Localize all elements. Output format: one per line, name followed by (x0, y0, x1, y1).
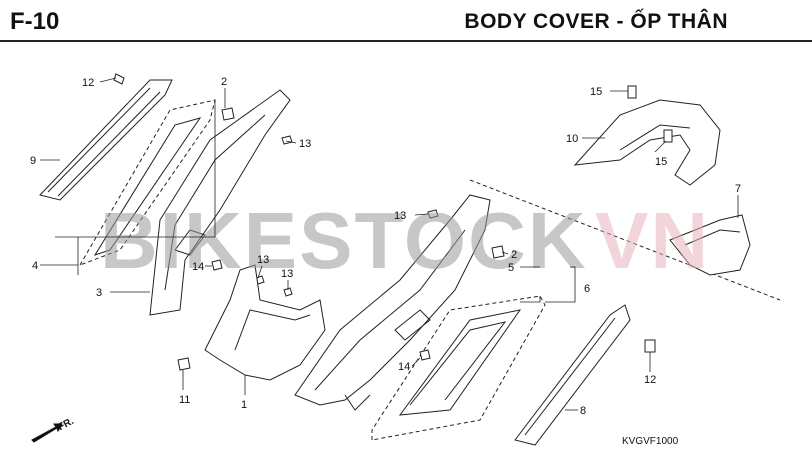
part-15-bolt-b (663, 129, 673, 143)
part-6-emblem (398, 309, 522, 416)
callout-11: 11 (179, 394, 190, 406)
callout-13-a: 13 (299, 138, 311, 150)
callout-12-right: 12 (644, 374, 656, 386)
part-8-tail-piece (669, 214, 751, 276)
callout-5: 5 (508, 262, 514, 274)
part-11-clip (177, 357, 191, 371)
watermark: BIKESTOCK VN (100, 196, 710, 285)
callout-15-b: 15 (655, 156, 667, 168)
callout-9: 8 (580, 405, 586, 417)
callout-13-d: 13 (394, 210, 406, 222)
callout-leaders (40, 77, 739, 411)
part-13-screw-d (427, 209, 439, 219)
part-2-nut-right (491, 245, 505, 259)
part-14-screw-left (211, 259, 223, 271)
watermark-main-text: BIKESTOCK (100, 196, 588, 285)
callout-4: 4 (32, 260, 38, 272)
front-arrow-icon (31, 423, 63, 443)
callout-12-left: 12 (82, 77, 94, 89)
part-15-bolt-a (627, 85, 637, 99)
callout-13-b: 13 (257, 254, 269, 266)
header-rule (0, 40, 812, 42)
callout-13-c: 13 (281, 268, 293, 280)
part-10-grab-rail (573, 99, 721, 186)
callout-6: 6 (584, 283, 590, 295)
part-3-side-cover (149, 89, 291, 316)
part-12-bolt-left (113, 73, 125, 85)
part-9-rail (514, 304, 631, 446)
callout-8: 7 (735, 183, 741, 195)
page-title: BODY COVER - ỐP THÂN (464, 10, 728, 33)
part-2-clip-top (221, 107, 235, 121)
figure-code: F-10 (10, 8, 60, 35)
callout-1: 1 (241, 399, 247, 411)
callout-7: 9 (30, 155, 36, 167)
page-header: F-10 BODY COVER - ỐP THÂN (0, 0, 812, 42)
callout-14-right: 14 (398, 361, 410, 373)
callout-2-top: 2 (221, 76, 227, 88)
part-12-bolt-right (644, 339, 656, 353)
watermark-accent-text: VN (595, 196, 710, 285)
part-14-screw-right (419, 349, 431, 361)
part-4-inner-cover (78, 99, 216, 266)
callout-15-a: 15 (590, 86, 602, 98)
callout-2-right: 2 (511, 249, 517, 261)
part-7-rail (39, 79, 173, 201)
diagram-reference-code: KVGVF1000 (622, 436, 679, 447)
callout-10: 10 (566, 133, 578, 145)
callout-14-left: 14 (192, 261, 204, 273)
part-13-screw-a (281, 135, 293, 145)
callout-3: 3 (96, 287, 102, 299)
part-6-emblem-frame (371, 295, 546, 441)
part-5-side-cover (294, 194, 491, 406)
